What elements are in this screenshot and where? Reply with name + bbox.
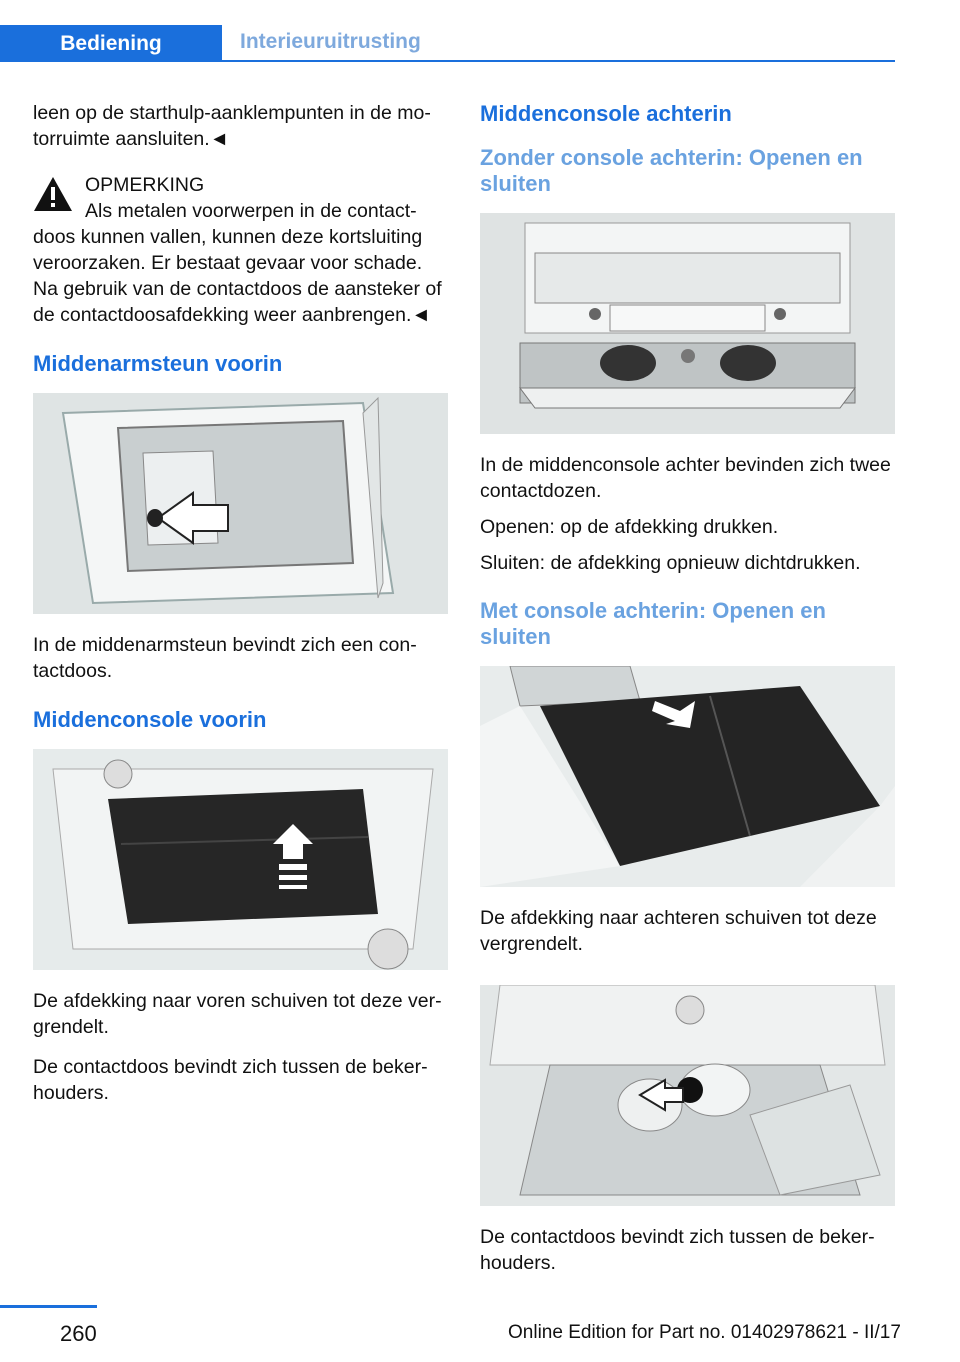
header-rule xyxy=(222,60,895,62)
with-rear-console-heading: Met console achterin: Openen en sluiten xyxy=(480,598,826,649)
page-number: 260 xyxy=(60,1321,97,1346)
rear-console-sockets-illustration xyxy=(480,213,895,434)
without-rear-console-heading: Zonder console achterin: Openen en sluit… xyxy=(480,145,863,196)
rear-console-cover-illustration xyxy=(480,666,895,887)
console-front-heading: Middenconsole voorin xyxy=(33,707,267,732)
footer-rule xyxy=(0,1305,97,1308)
rear-cupholder-text: De contactdoos bevindt zich tussen de be… xyxy=(480,1226,875,1274)
warning-body: doos kunnen vallen, kunnen deze kortslui… xyxy=(33,226,442,326)
right-column: Middenconsole achterin Zonder console ac… xyxy=(480,100,896,1288)
console-front-text-1: De afdekking naar voren schuiven tot dez… xyxy=(33,990,442,1038)
section-tab-active: Bediening xyxy=(0,25,222,62)
armrest-heading: Middenarmsteun voorin xyxy=(33,351,283,376)
console-front-text-2: De contactdoos bevindt zich tussen de be… xyxy=(33,1056,428,1104)
intro-line-2: torruimte aansluiten.◄ xyxy=(33,128,229,150)
armrest-storage-illustration xyxy=(33,393,448,614)
rear-console-cover-text: De afdekking naar achteren schuiven tot … xyxy=(480,907,877,955)
page-header: Bediening Interieuruitrusting xyxy=(0,25,895,62)
left-column: leen op de starthulp-aanklempunten in de… xyxy=(33,100,449,1118)
edition-note: Online Edition for Part no. 01402978621 … xyxy=(508,1322,901,1343)
intro-line-1: leen op de starthulp-aanklempunten in de… xyxy=(33,102,431,124)
warning-block: OPMERKING Als metalen voorwerpen in de c… xyxy=(33,172,449,328)
rear-console-heading: Middenconsole achterin xyxy=(480,101,732,126)
section-tab-chapter: Interieuruitrusting xyxy=(240,30,421,53)
warning-line-1: Als metalen voorwerpen in de contact- xyxy=(85,200,417,222)
rear-console-close-text: Sluiten: de afdekking opnieuw dichtdrukk… xyxy=(480,552,861,574)
warning-text: OPMERKING Als metalen voorwerpen in de c… xyxy=(33,172,449,328)
rear-console-open-text: Openen: op de afdekking drukken. xyxy=(480,516,779,538)
warning-triangle-icon xyxy=(34,177,72,211)
armrest-text: In de middenarmsteun bevindt zich een co… xyxy=(33,634,417,682)
front-console-illustration xyxy=(33,749,448,970)
warning-title: OPMERKING xyxy=(85,174,205,196)
rear-console-text-1: In de middenconsole achter bevinden zich… xyxy=(480,454,891,502)
rear-cupholder-socket-illustration xyxy=(480,985,895,1206)
intro-paragraph: leen op de starthulp-aanklempunten in de… xyxy=(33,100,449,152)
